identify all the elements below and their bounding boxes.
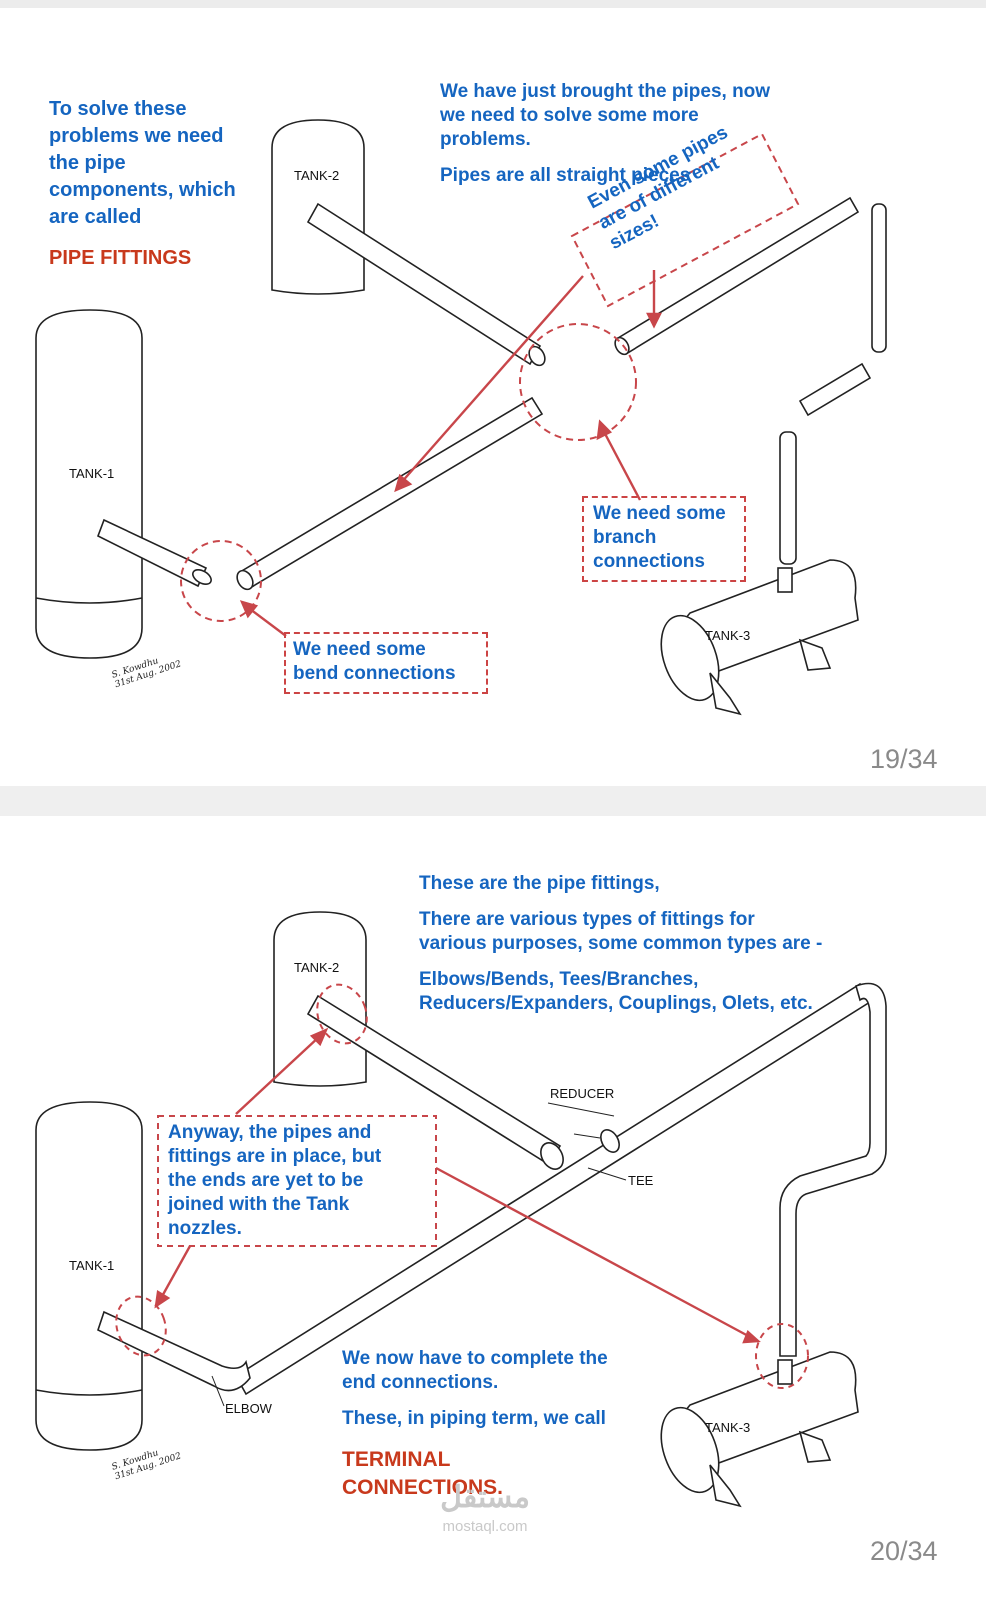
watermark-latin: mostaql.com bbox=[442, 1518, 528, 1535]
branch-circle bbox=[519, 323, 637, 441]
terminal-connections-heading: TERMINAL CONNECTIONS. bbox=[342, 1448, 504, 1499]
tank-2-nozzle-circle bbox=[316, 983, 368, 1045]
tank-1-label: TANK-1 bbox=[69, 466, 115, 481]
tank-3-nozzle-circle bbox=[755, 1323, 809, 1389]
slide-19-drawing bbox=[35, 119, 887, 716]
fittings-text-1: These are the pipe fittings, bbox=[419, 873, 660, 894]
page-number: 20/34 bbox=[870, 1536, 938, 1566]
bend-circle bbox=[180, 540, 262, 622]
page-gap bbox=[0, 786, 986, 816]
branch-note-box bbox=[582, 496, 746, 582]
pipe-fittings-heading: PIPE FITTINGS bbox=[49, 247, 192, 269]
branch-note: We need some branch connections bbox=[593, 503, 726, 572]
tank-3-label: TANK-3 bbox=[705, 628, 751, 643]
tank-1-label: TANK-1 bbox=[69, 1258, 115, 1273]
slide-20: These are the pipe fittings, There are v… bbox=[0, 816, 986, 1600]
top-text-2: Pipes are all straight pieces bbox=[440, 165, 691, 186]
top-bar bbox=[0, 0, 986, 8]
tank-1-nozzle-circle bbox=[115, 1295, 167, 1357]
fittings-text-2: There are various types of fittings for … bbox=[419, 909, 823, 954]
anyway-note-box bbox=[157, 1115, 437, 1247]
call-text: These, in piping term, we call bbox=[342, 1408, 606, 1429]
watermark-arabic: مستقل bbox=[440, 1481, 530, 1514]
top-text-1: We have just brought the pipes, now we n… bbox=[440, 81, 771, 150]
tank-2-label: TANK-2 bbox=[294, 960, 340, 975]
slide-19: To solve these problems we need the pipe… bbox=[0, 8, 986, 786]
tank-2-label: TANK-2 bbox=[294, 168, 340, 183]
anyway-note: Anyway, the pipes and fittings are in pl… bbox=[168, 1122, 382, 1239]
slide-20-drawing bbox=[35, 911, 887, 1508]
intro-text: To solve these problems we need the pipe… bbox=[49, 98, 236, 228]
tank-3-label: TANK-3 bbox=[705, 1420, 751, 1435]
page-number: 19/34 bbox=[870, 744, 938, 774]
elbow-label: ELBOW bbox=[225, 1401, 272, 1416]
complete-text: We now have to complete the end connecti… bbox=[342, 1348, 608, 1393]
fittings-text-3: Elbows/Bends, Tees/Branches, Reducers/Ex… bbox=[419, 969, 813, 1014]
bend-note-box bbox=[284, 632, 488, 694]
tank-1-shape bbox=[35, 309, 143, 659]
tee-label: TEE bbox=[628, 1173, 654, 1188]
reducer-label: REDUCER bbox=[550, 1086, 615, 1101]
bend-note: We need some bend connections bbox=[293, 639, 456, 684]
sizes-note-box bbox=[570, 132, 800, 308]
